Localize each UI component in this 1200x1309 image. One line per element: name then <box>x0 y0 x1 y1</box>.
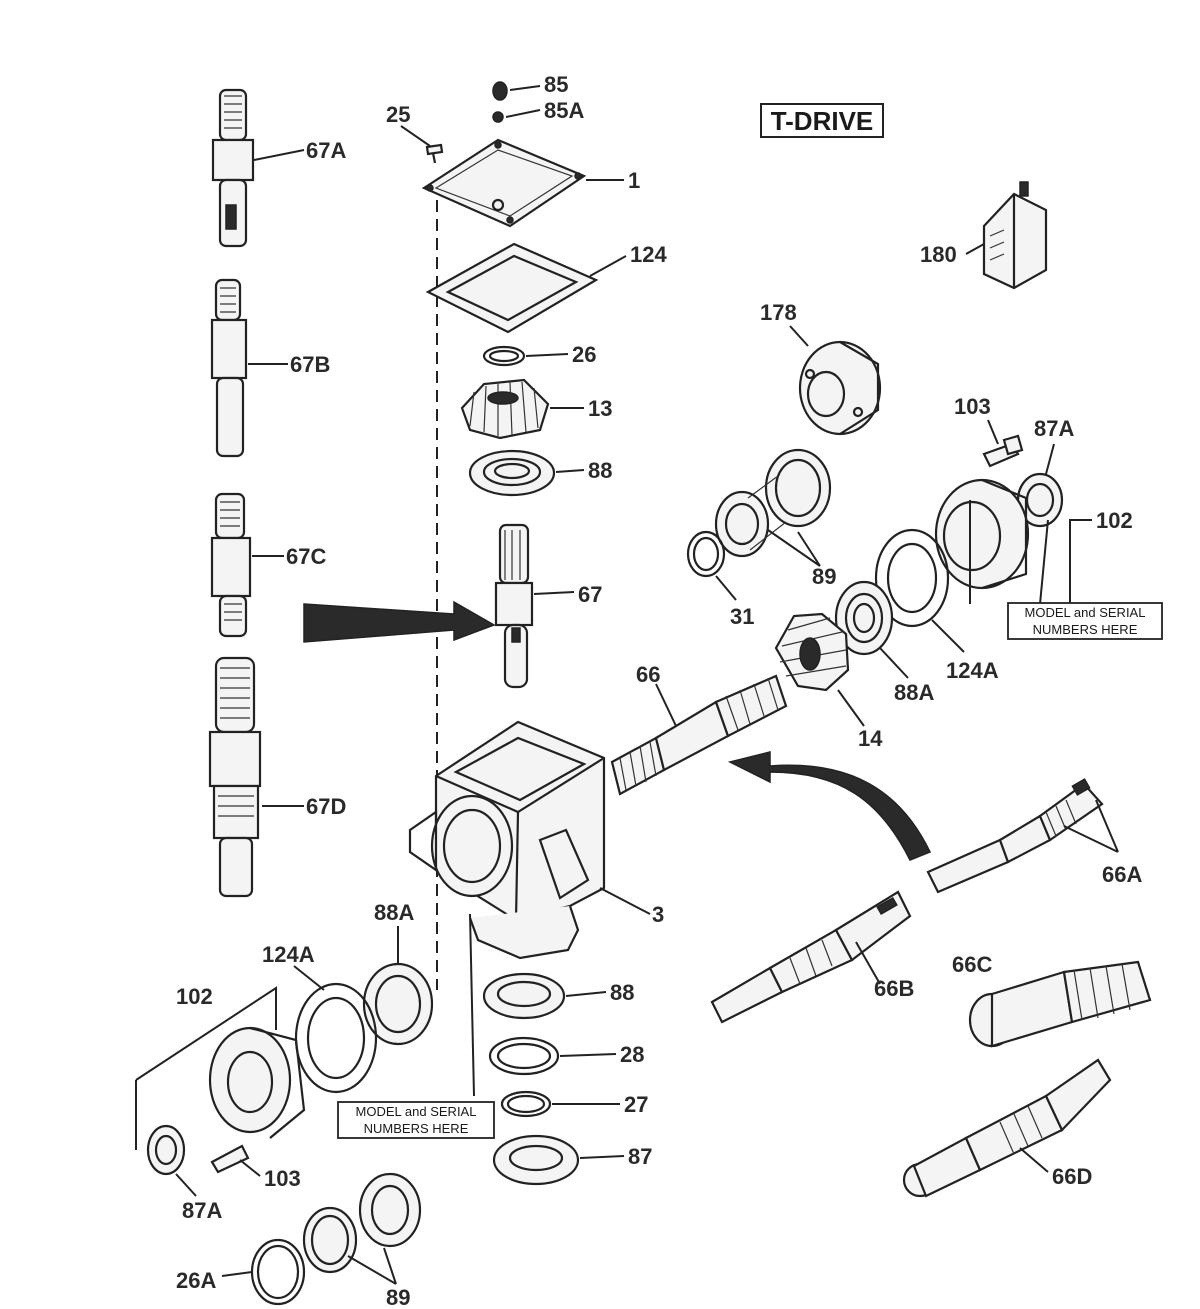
part-26a-ring <box>250 1238 306 1306</box>
callout-89-right: 89 <box>812 564 836 589</box>
callout-27: 27 <box>624 1092 648 1117</box>
callout-3: 3 <box>652 902 664 927</box>
part-31-shim <box>686 530 726 578</box>
callout-89-left: 89 <box>386 1285 410 1309</box>
part-66a-shaft <box>926 778 1104 894</box>
part-89-bearing-left <box>302 1172 422 1274</box>
callout-178: 178 <box>760 300 797 325</box>
model-serial-line-1: MODEL and SERIAL <box>356 1104 477 1119</box>
part-88-bearing-top <box>468 449 556 497</box>
callout-66a: 66A <box>1102 862 1142 887</box>
part-124a-gasket-left <box>294 982 378 1094</box>
part-66b-shaft <box>710 890 912 1024</box>
part-66-shaft <box>610 674 788 796</box>
callout-103-right: 103 <box>954 394 991 419</box>
part-67b-shaft <box>210 278 248 458</box>
callout-124: 124 <box>630 242 667 267</box>
part-3-housing <box>408 720 606 960</box>
callout-102-right: 102 <box>1096 508 1133 533</box>
callout-67d: 67D <box>306 794 346 819</box>
model-serial-line-2: NUMBERS HERE <box>1033 622 1138 637</box>
part-27-ring <box>500 1090 552 1118</box>
callout-66b: 66B <box>874 976 914 1001</box>
callout-25: 25 <box>386 102 410 127</box>
part-66c-shaft <box>968 960 1152 1048</box>
part-28-ring <box>488 1036 560 1076</box>
part-25-bolt <box>425 143 444 164</box>
part-67a-shaft <box>211 88 255 248</box>
callout-124a-right: 124A <box>946 658 999 683</box>
part-103-bolt-left <box>210 1144 250 1174</box>
part-85-plug <box>492 81 508 101</box>
callout-26: 26 <box>572 342 596 367</box>
callout-66: 66 <box>636 662 660 687</box>
callout-labels: 85 85A 25 1 124 26 13 88 67 67A 67B 67C … <box>176 72 1142 1309</box>
part-88a-bearing-right <box>834 580 894 656</box>
part-26-ring <box>482 345 526 367</box>
callout-88a-right: 88A <box>894 680 934 705</box>
part-87-seal <box>492 1134 580 1186</box>
part-85a-plug <box>492 111 504 123</box>
callout-67c: 67C <box>286 544 326 569</box>
part-67d-shaft <box>208 656 262 898</box>
part-67-shaft <box>494 523 534 689</box>
part-13-gear <box>460 378 550 440</box>
callout-103-left: 103 <box>264 1166 301 1191</box>
part-1-cover <box>421 138 587 228</box>
callout-87a-left: 87A <box>182 1198 222 1223</box>
callout-28: 28 <box>620 1042 644 1067</box>
callout-87: 87 <box>628 1144 652 1169</box>
leader-lines <box>135 85 1119 1285</box>
callout-14: 14 <box>858 726 883 751</box>
part-102-cap-left <box>208 1026 306 1139</box>
callout-124a-left: 124A <box>262 942 315 967</box>
callout-66c: 66C <box>952 952 992 977</box>
callout-180: 180 <box>920 242 957 267</box>
curved-arrow-icon <box>727 751 932 861</box>
callout-13: 13 <box>588 396 612 421</box>
model-serial-box-left: MODEL and SERIAL NUMBERS HERE <box>337 1101 495 1139</box>
part-89-bearing-right <box>714 448 832 558</box>
part-67c-shaft <box>210 492 252 638</box>
part-87a-seal-left <box>146 1124 186 1176</box>
diagram-title: T-DRIVE <box>771 106 874 136</box>
callout-88-bottom: 88 <box>610 980 634 1005</box>
callout-67b: 67B <box>290 352 330 377</box>
callout-87a-right: 87A <box>1034 416 1074 441</box>
part-14-gear-right <box>774 612 850 692</box>
callout-67: 67 <box>578 582 602 607</box>
callout-88-top: 88 <box>588 458 612 483</box>
callout-26a: 26A <box>176 1268 216 1293</box>
callout-1: 1 <box>628 168 640 193</box>
model-serial-line-2: NUMBERS HERE <box>364 1121 469 1136</box>
callout-85: 85 <box>544 72 568 97</box>
part-88-bearing-bottom <box>482 972 566 1020</box>
part-178-hub <box>798 340 882 436</box>
title-box: T-DRIVE <box>760 103 884 138</box>
part-103-bolt-right <box>982 434 1024 468</box>
part-180-oil-bottle <box>982 181 1048 290</box>
part-124a-gasket-right <box>874 528 950 628</box>
callout-66d: 66D <box>1052 1164 1092 1189</box>
part-124-gasket <box>425 242 599 334</box>
callout-85a: 85A <box>544 98 584 123</box>
model-serial-box-right: MODEL and SERIAL NUMBERS HERE <box>1007 602 1163 640</box>
callout-88a-left: 88A <box>374 900 414 925</box>
right-arrow-icon <box>303 600 496 643</box>
model-serial-line-1: MODEL and SERIAL <box>1025 605 1146 620</box>
callout-31: 31 <box>730 604 754 629</box>
part-66d-shaft <box>902 1058 1112 1198</box>
callout-102-left: 102 <box>176 984 213 1009</box>
callout-67a: 67A <box>306 138 346 163</box>
part-88a-bearing-left <box>362 962 434 1046</box>
part-102-cap-right <box>934 478 1030 590</box>
